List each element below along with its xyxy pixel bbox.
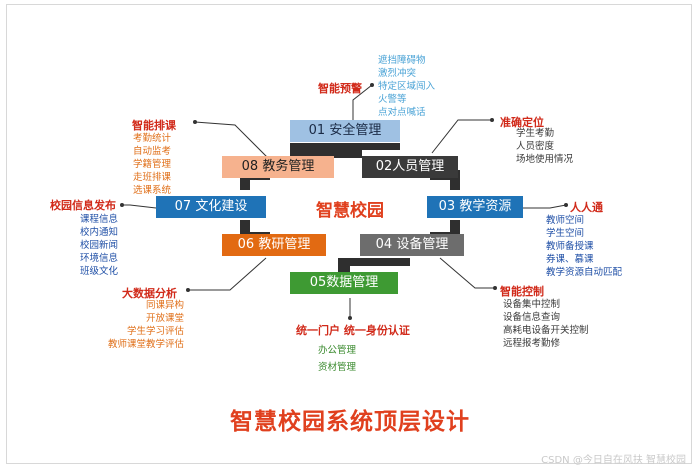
positioning-list: 学生考勤 人员密度 场地使用情况 [516,127,573,166]
line-warning [352,84,373,120]
bottom-title: 智慧校园系统顶层设计 [230,409,470,435]
everyone-list: 教师空间 学生空间 教师备授课 券课、慕课 教学资源自动匹配 [546,214,622,279]
bigdata-head: 大数据分析 [122,287,177,300]
callout-lines [122,84,567,318]
line-info [122,204,157,209]
dot-warning [370,83,374,87]
info-item: 班级文化 [80,266,119,277]
callout-dots [120,83,568,320]
dot-bigdata [186,288,190,292]
control-item: 远程报考勤修 [503,338,561,349]
module-05-data: 05数据管理 [290,272,398,294]
schedule-item: 选课系统 [133,185,172,196]
info-item: 环境信息 [80,253,119,264]
band-bottom [338,258,410,272]
info-list: 课程信息 校内通知 校园新闻 环境信息 班级文化 [80,213,118,278]
module-02-personnel: 02人员管理 [362,156,458,178]
info-head: 校园信息发布 [50,199,116,212]
line-schedule [194,121,271,161]
positioning-head: 准确定位 [500,116,544,129]
warning-item: 特定区域闯入 [378,81,436,92]
dot-info [120,203,124,207]
dot-everyone [564,203,568,207]
bigdata-item: 学生学习评估 [126,326,184,337]
dot-control [493,286,497,290]
band-top [290,143,400,158]
line-positioning [431,119,492,154]
everyone-item: 教师空间 [546,215,585,226]
warning-head: 智能预警 [318,82,362,95]
schedule-list: 考勤统计 自动监考 学籍管理 走班排课 选课系统 [133,132,171,197]
watermark: CSDN @今日自在风扶 智慧校园 [541,455,686,466]
warning-item: 激烈冲突 [378,68,417,79]
bigdata-list: 同课异构 开放课堂 学生学习评估 教师课堂教学评估 [100,299,184,351]
control-item: 设备信息查询 [503,312,561,323]
info-item: 校园新闻 [80,240,119,251]
everyone-item: 教学资源自动匹配 [546,267,623,278]
module-06-research: 06 教研管理 [222,234,326,256]
schedule-item: 考勤统计 [133,133,172,144]
module-03-teaching-resources: 03 教学资源 [427,196,523,218]
module-04-equipment: 04 设备管理 [360,234,464,256]
portal-item: 办公管理 [318,345,357,356]
schedule-item: 自动监考 [133,146,172,157]
module-07-culture: 07 文化建设 [156,196,266,218]
warning-item: 遮挡障碍物 [378,55,426,66]
everyone-item: 券课、慕课 [546,254,594,265]
control-list: 设备集中控制 设备信息查询 高耗电设备开关控制 远程报考勤修 [503,298,589,350]
control-item: 设备集中控制 [503,299,561,310]
schedule-item: 走班排课 [133,172,172,183]
module-08-academic-affairs: 08 教务管理 [222,156,334,178]
everyone-item: 学生空间 [546,228,585,239]
module-01-safety: 01 安全管理 [290,120,400,142]
control-head: 智能控制 [500,285,544,298]
portal-head: 统一门户 统一身份认证 [296,324,410,337]
dot-schedule [193,120,197,124]
warning-list: 遮挡障碍物 激烈冲突 特定区域闯入 火警等 点对点喊话 [378,54,435,119]
bigdata-item: 教师课堂教学评估 [107,339,184,350]
info-item: 课程信息 [80,214,119,225]
schedule-item: 学籍管理 [133,159,172,170]
line-bigdata [188,257,267,291]
diagram-frame [6,4,692,464]
bigdata-item: 同课异构 [145,300,184,311]
info-item: 校内通知 [80,227,119,238]
portal-item: 资材管理 [318,362,357,373]
dot-portal [348,316,352,320]
control-item: 高耗电设备开关控制 [503,325,589,336]
everyone-item: 教师备授课 [546,241,594,252]
positioning-item: 学生考勤 [516,128,555,139]
bigdata-item: 开放课堂 [145,313,184,324]
warning-item: 火警等 [378,94,407,105]
positioning-item: 人员密度 [516,141,555,152]
center-title: 智慧校园 [316,201,384,221]
schedule-head: 智能排课 [132,119,176,132]
line-everyone [523,204,567,209]
positioning-item: 场地使用情况 [516,154,574,165]
portal-list: 办公管理 资材管理 [318,342,356,376]
dot-positioning [490,118,494,122]
warning-item: 点对点喊话 [378,107,426,118]
everyone-head: 人人通 [570,201,603,214]
line-control [439,257,495,289]
